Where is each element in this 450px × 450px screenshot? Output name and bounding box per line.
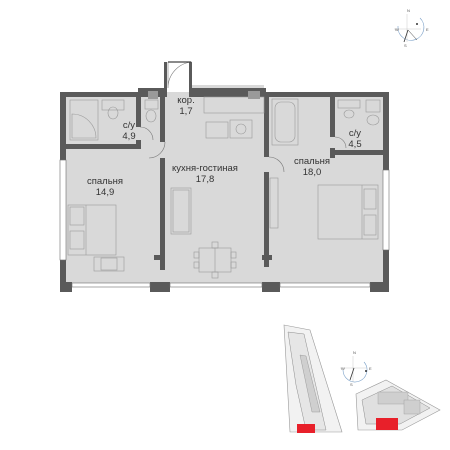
room-bedroom-left-area: 14,9 bbox=[95, 187, 115, 198]
room-bedroom-right-name: спальня bbox=[293, 156, 331, 167]
compass-top bbox=[394, 14, 425, 43]
room-bedroom-left-name: спальня bbox=[86, 176, 124, 187]
compass-bottom-w: W bbox=[341, 366, 345, 371]
unit-location-marker-right bbox=[376, 418, 398, 430]
room-bathroom-left-name: с/у bbox=[122, 120, 136, 131]
room-bathroom-right-name: с/у bbox=[348, 128, 362, 139]
room-bathroom-left: с/у 4,9 bbox=[114, 120, 144, 142]
room-kitchen-living-name: кухня-гостиная bbox=[172, 163, 238, 174]
compass-top-s: S bbox=[404, 43, 407, 48]
room-bedroom-left: спальня 14,9 bbox=[80, 176, 130, 198]
room-bathroom-left-area: 4,9 bbox=[122, 131, 136, 142]
site-plan bbox=[283, 324, 441, 433]
compass-top-n: N bbox=[407, 8, 410, 13]
compass-top-e: E bbox=[426, 27, 429, 32]
room-bedroom-right: спальня 18,0 bbox=[287, 156, 337, 178]
unit-location-marker-left bbox=[297, 424, 315, 433]
compass-bottom-e: E bbox=[369, 366, 372, 371]
apartment-floor bbox=[64, 56, 388, 285]
room-kitchen-living-area: 17,8 bbox=[195, 174, 215, 185]
room-bedroom-right-area: 18,0 bbox=[302, 167, 322, 178]
room-corridor-area: 1,7 bbox=[179, 106, 193, 117]
compass-bottom bbox=[340, 356, 368, 383]
room-bathroom-right: с/у 4,5 bbox=[340, 128, 370, 150]
compass-top-w: W bbox=[395, 27, 399, 32]
room-bathroom-right-area: 4,5 bbox=[348, 139, 362, 150]
room-corridor: кор. 1,7 bbox=[171, 95, 201, 117]
room-corridor-name: кор. bbox=[177, 95, 195, 106]
windows bbox=[59, 159, 390, 288]
doors bbox=[139, 61, 347, 173]
fixtures bbox=[67, 91, 381, 279]
compass-bottom-s: S bbox=[350, 382, 353, 387]
compass-bottom-n: N bbox=[353, 350, 356, 355]
room-kitchen-living: кухня-гостиная 17,8 bbox=[164, 163, 246, 185]
